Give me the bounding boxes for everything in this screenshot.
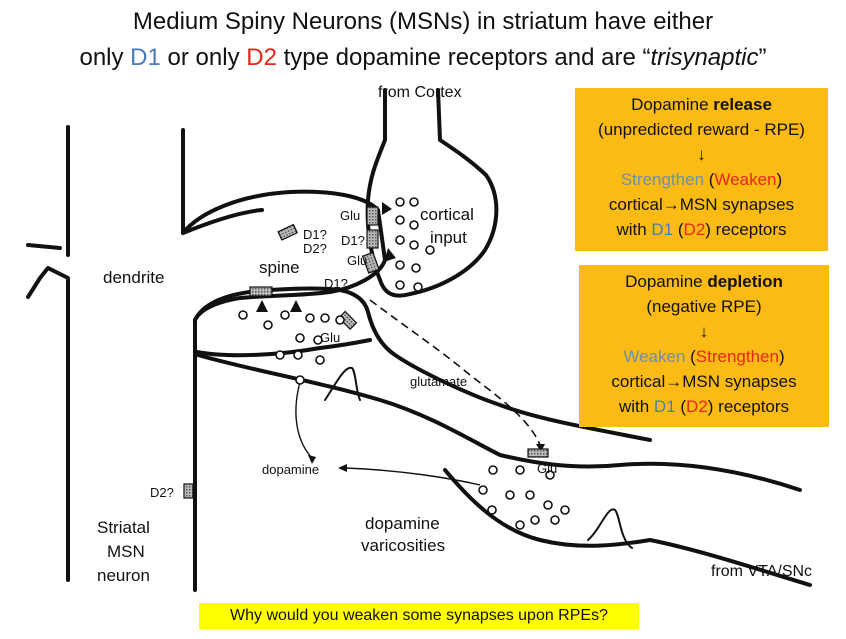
title-d1: D1 <box>130 44 161 71</box>
dopamine-depletion-box: Dopamine depletion (negative RPE) ↓ Weak… <box>579 265 829 427</box>
label-d2q-1: D2? <box>303 241 327 256</box>
label-d1q-3: D1? <box>324 276 348 291</box>
label-msn-1: Striatal <box>97 518 150 537</box>
release-triangle-1 <box>382 202 392 215</box>
dendrite-right-wall <box>181 128 264 235</box>
label-glu-2: Glu <box>347 253 368 268</box>
label-msn-2: MSN <box>107 542 145 561</box>
label-from-cortex: from Cortex <box>378 84 462 101</box>
label-msn-3: neuron <box>97 566 150 585</box>
discussion-question: Why would you weaken some synapses upon … <box>199 603 639 629</box>
label-dopamine-varicosities-2: varicosities <box>361 536 446 555</box>
receptor-glu-msn <box>337 310 358 331</box>
label-input: input <box>430 228 467 247</box>
release-triangle-2 <box>384 248 396 262</box>
receptor-d2-msn <box>183 483 194 499</box>
receptor-glu-varicosity <box>527 448 549 458</box>
label-glutamate: glutamate <box>410 374 468 389</box>
title-line-1: Medium Spiny Neurons (MSNs) in striatum … <box>132 8 714 35</box>
glutamate-diffusion-path <box>369 299 541 446</box>
dopamine-release-box: Dopamine release (unpredicted reward - R… <box>575 88 828 251</box>
receptor-glu-1 <box>366 206 379 226</box>
squiggle-lower <box>587 508 633 549</box>
receptor-d1-spine-base <box>249 286 273 297</box>
label-glu-msn: Glu <box>320 330 341 345</box>
dendrite-lower-wall <box>26 266 70 582</box>
title-line-2: only D1 or only D2 type dopamine recepto… <box>79 44 767 71</box>
receptor-glu-3 <box>361 251 380 274</box>
label-dendrite: dendrite <box>103 268 165 287</box>
label-dopamine: dopamine <box>262 462 320 477</box>
label-glu-1: Glu <box>340 208 361 223</box>
receptor-glu-2 <box>366 229 379 249</box>
label-d2q-msn: D2? <box>150 485 174 500</box>
cortical-terminal <box>365 88 499 298</box>
label-from-vta: from VTA/SNc <box>711 563 813 580</box>
label-spine: spine <box>259 258 300 277</box>
glutamate-arrowhead <box>536 444 545 452</box>
receptor-d1-spine-left <box>277 223 299 241</box>
varicosity-lower <box>443 468 812 587</box>
label-d1q-1: D1? <box>341 233 365 248</box>
dopamine-arrowhead-2 <box>338 464 347 472</box>
label-glu-varicosity: Glu <box>537 461 558 476</box>
dopamine-arrowhead-1 <box>308 455 316 464</box>
title-d2: D2 <box>246 44 277 71</box>
release-triangle-3 <box>256 300 268 312</box>
dendrite-notch <box>26 243 62 250</box>
dopamine-arrow-from-varicosity <box>344 467 481 486</box>
label-cortical: cortical <box>420 205 474 224</box>
release-triangle-4 <box>290 300 302 312</box>
msn-inner-outline <box>195 338 372 358</box>
dopamine-arrow-from-msn <box>295 381 313 459</box>
label-d1q-2: D1? <box>303 227 327 242</box>
varicosity-upper <box>196 353 802 492</box>
squiggle-upper <box>324 366 361 401</box>
label-dopamine-varicosities-1: dopamine <box>365 514 440 533</box>
